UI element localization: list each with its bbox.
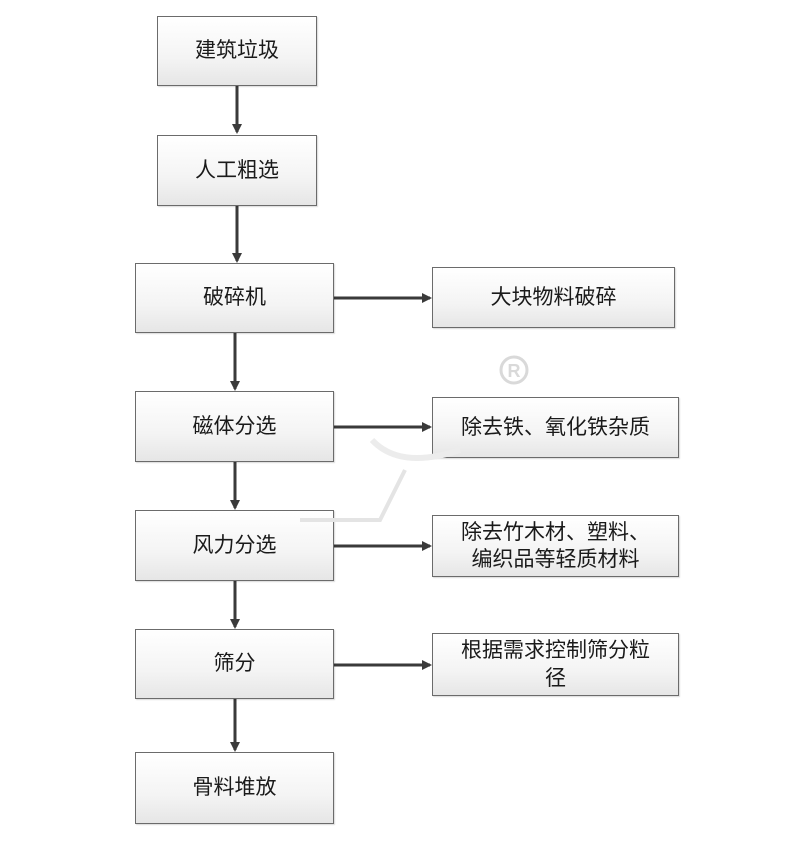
- step-label: 磁体分选: [192, 413, 277, 438]
- step-magnetic-separation: 磁体分选: [135, 391, 334, 462]
- step-aggregate-stockpile: 骨料堆放: [135, 752, 334, 824]
- step-label: 破碎机: [203, 285, 266, 310]
- step-manual-sorting: 人工粗选: [157, 135, 317, 206]
- note-line: 编织品等轻质材料: [471, 547, 640, 571]
- step-label: 骨料堆放: [192, 775, 277, 800]
- note-line: 除去竹木材、塑料、: [461, 519, 650, 544]
- step-screening: 筛分: [135, 629, 334, 699]
- step-label: 人工粗选: [195, 157, 279, 182]
- note-remove-iron: 除去铁、氧化铁杂质: [432, 397, 679, 458]
- step-air-separation: 风力分选: [135, 510, 334, 581]
- step-construction-waste: 建筑垃圾: [157, 16, 317, 86]
- step-label: 筛分: [213, 651, 256, 676]
- note-line: 大块物料破碎: [490, 284, 617, 309]
- note-line: 径: [545, 665, 566, 690]
- step-crusher: 破碎机: [135, 263, 334, 333]
- step-label: 风力分选: [192, 532, 277, 557]
- note-remove-light-materials: 除去竹木材、塑料、 编织品等轻质材料: [432, 515, 679, 577]
- note-bulk-crushing: 大块物料破碎: [432, 267, 675, 328]
- note-line: 根据需求控制筛分粒: [461, 638, 650, 663]
- note-control-particle-size: 根据需求控制筛分粒 径: [432, 633, 679, 696]
- note-line: 除去铁、氧化铁杂质: [461, 414, 650, 439]
- step-label: 建筑垃圾: [195, 38, 279, 63]
